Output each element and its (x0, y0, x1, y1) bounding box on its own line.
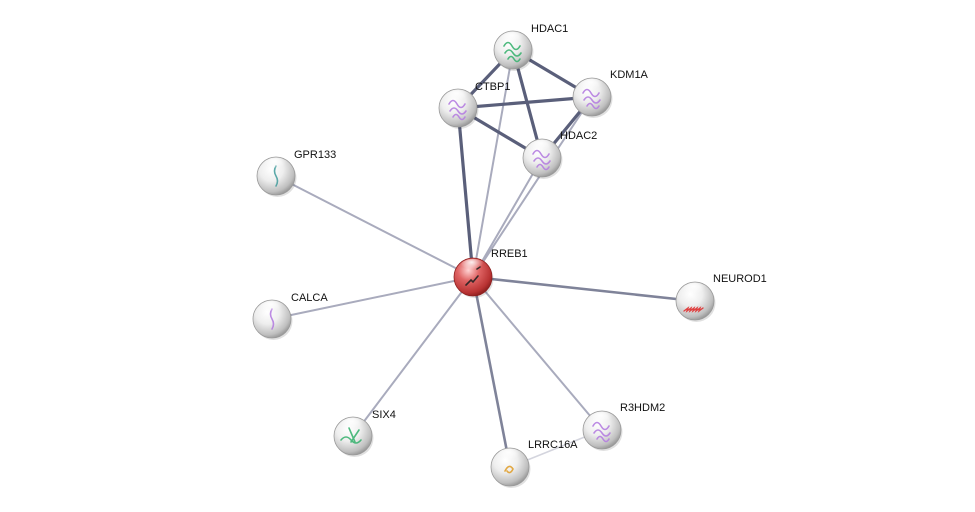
node-label-hdac1: HDAC1 (531, 23, 568, 35)
node-highlight (339, 418, 367, 434)
node-label-lrrc16a: LRRC16A (528, 439, 578, 451)
edge-rreb1-hdac2[interactable] (472, 157, 543, 278)
node-highlight (262, 158, 290, 174)
edge-rreb1-gpr133[interactable] (275, 175, 474, 278)
node-neurod1[interactable]: NEUROD1 (675, 273, 767, 322)
edge-rreb1-hdac1[interactable] (472, 49, 514, 278)
edge-rreb1-ctbp1[interactable] (456, 106, 475, 279)
node-highlight (444, 90, 472, 106)
node-hdac1[interactable]: HDAC1 (493, 23, 568, 71)
edge-rreb1-neurod1[interactable] (471, 275, 697, 303)
node-label-calca: CALCA (291, 292, 328, 304)
node-highlight (578, 79, 606, 95)
edge-rreb1-six4[interactable] (352, 276, 474, 437)
edge-rreb1-kdm1a[interactable] (472, 96, 593, 278)
node-highlight (499, 32, 527, 48)
node-calca[interactable]: CALCA (252, 292, 328, 340)
node-highlight (528, 140, 556, 156)
node-label-neurod1: NEUROD1 (713, 273, 767, 285)
node-highlight (496, 449, 524, 465)
node-label-gpr133: GPR133 (294, 149, 336, 161)
node-highlight (681, 283, 709, 299)
protein-structure-icon (683, 306, 704, 313)
node-six4[interactable]: SIX4 (333, 409, 396, 457)
node-label-hdac2: HDAC2 (560, 130, 597, 142)
node-highlight (459, 259, 487, 275)
edge-rreb1-r3hdm2[interactable] (472, 276, 603, 431)
node-label-kdm1a: KDM1A (610, 69, 649, 81)
protein-structure-icon (504, 465, 514, 474)
node-highlight (588, 412, 616, 428)
node-lrrc16a[interactable]: LRRC16A (490, 439, 578, 488)
node-hdac2[interactable]: HDAC2 (522, 130, 597, 179)
node-label-rreb1: RREB1 (491, 248, 528, 260)
node-label-ctbp1: CTBP1 (475, 81, 510, 93)
edge-rreb1-calca[interactable] (271, 276, 474, 320)
node-label-r3hdm2: R3HDM2 (620, 402, 665, 414)
node-highlight (258, 301, 286, 317)
node-gpr133[interactable]: GPR133 (256, 149, 336, 197)
node-r3hdm2[interactable]: R3HDM2 (582, 402, 665, 451)
node-ctbp1[interactable]: CTBP1 (438, 81, 510, 129)
node-rreb1[interactable]: RREB1 (453, 248, 528, 298)
edge-rreb1-lrrc16a[interactable] (471, 275, 512, 469)
edge-ctbp1-kdm1a[interactable] (456, 95, 594, 110)
node-kdm1a[interactable]: KDM1A (572, 69, 649, 118)
node-label-six4: SIX4 (372, 409, 396, 421)
